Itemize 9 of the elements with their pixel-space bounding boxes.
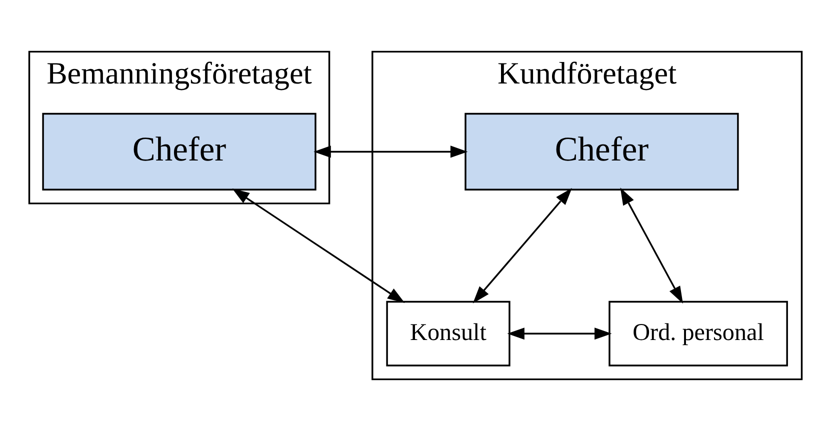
node-box: Konsult	[386, 300, 510, 366]
node-box: Ord. personal	[608, 300, 788, 366]
arrow	[232, 188, 405, 303]
arrow	[314, 145, 468, 158]
node-box: Chefer	[42, 112, 316, 190]
arrow	[620, 187, 683, 304]
arrow	[507, 327, 612, 340]
node-box: Chefer	[464, 112, 739, 190]
arrow	[472, 187, 572, 303]
